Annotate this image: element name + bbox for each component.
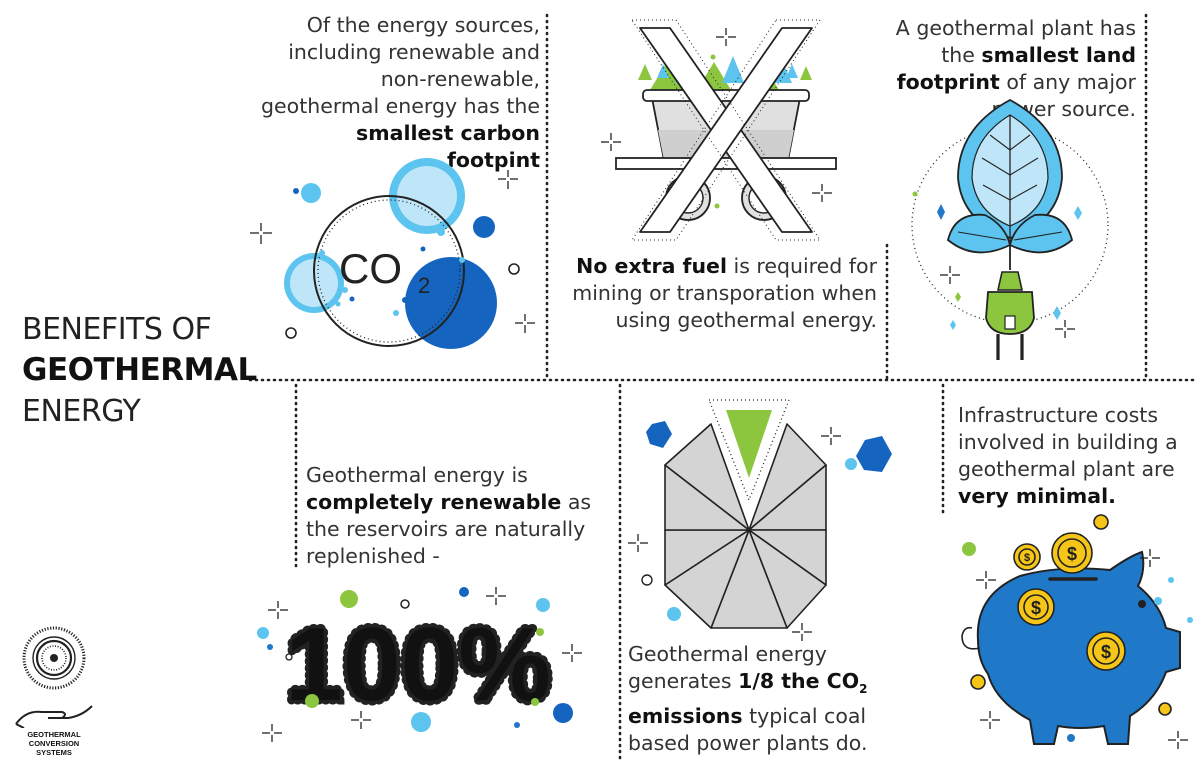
octagon-pie-icon	[628, 399, 892, 641]
fuel-text-post: is required for mining or transporation …	[572, 254, 877, 332]
hundred-percent-graphic: 100% 100%	[257, 587, 582, 742]
cost-text-pre: Infrastructure costs involved in buildin…	[958, 403, 1178, 481]
svg-text:$: $	[1031, 598, 1041, 618]
title-line-1: BENEFITS OF	[22, 312, 212, 347]
co2-label-sub: 2	[418, 273, 430, 298]
logo-text: GEOTHERMAL CONVERSION SYSTEMS	[6, 730, 102, 757]
fuel-text-bold: No extra fuel	[576, 254, 727, 278]
title-line-3: ENERGY	[22, 394, 141, 429]
title-line-2: GEOTHERMAL	[22, 352, 257, 388]
logo-line-1: GEOTHERMAL	[27, 730, 81, 739]
svg-text:$: $	[1101, 642, 1111, 662]
emissions-co2-sub: 2	[859, 682, 868, 697]
svg-text:$: $	[1067, 544, 1077, 564]
emissions-text-bold: 1/8 the CO	[738, 669, 860, 693]
geothermal-logo-icon	[15, 626, 93, 728]
renewable-text-post: as the reservoirs are naturally replenis…	[306, 490, 592, 568]
logo-line-2: CONVERSION	[28, 739, 80, 748]
hundred-percent-label: 100%	[285, 607, 551, 723]
emissions-text-bold2: emissions	[628, 704, 743, 729]
no-extra-fuel-text: No extra fuel is required for mining or …	[572, 253, 877, 334]
page-title: BENEFITS OF GEOTHERMAL ENERGY	[22, 309, 282, 432]
cost-text-bold: very minimal.	[958, 484, 1116, 508]
carbon-text-bold: smallest carbon footpint	[356, 121, 540, 172]
renewable-text: Geothermal energy is completely renewabl…	[306, 462, 606, 570]
leaf-plug-icon	[911, 98, 1109, 360]
svg-text:$: $	[1024, 552, 1030, 564]
mine-cart-crossed-icon	[601, 19, 837, 241]
co2-label: CO	[339, 245, 402, 292]
carbon-footprint-text: Of the energy sources, including renewab…	[258, 12, 540, 174]
renewable-text-pre: Geothermal energy is	[306, 463, 528, 487]
land-text-bold: smallest land footprint	[896, 43, 1136, 94]
hundred-percent-outline: 100%	[285, 607, 551, 723]
renewable-text-bold: completely renewable	[306, 490, 562, 514]
carbon-text-pre: Of the energy sources, including renewab…	[261, 13, 540, 118]
piggy-bank-icon: $ $ $ $	[961, 514, 1193, 749]
infrastructure-cost-text: Infrastructure costs involved in buildin…	[958, 402, 1190, 510]
co2-bubbles-icon: CO 2	[250, 158, 535, 349]
emissions-text-post: typical coal based power plants do.	[628, 704, 868, 756]
logo-line-3: SYSTEMS	[36, 748, 72, 757]
emissions-text: Geothermal energy generates 1/8 the CO2 e…	[628, 641, 888, 757]
land-footprint-text: A geothermal plant has the smallest land…	[856, 15, 1136, 123]
emissions-text-pre: Geothermal energy generates	[628, 642, 827, 693]
land-text-pre: A geothermal plant has the	[895, 16, 1136, 67]
